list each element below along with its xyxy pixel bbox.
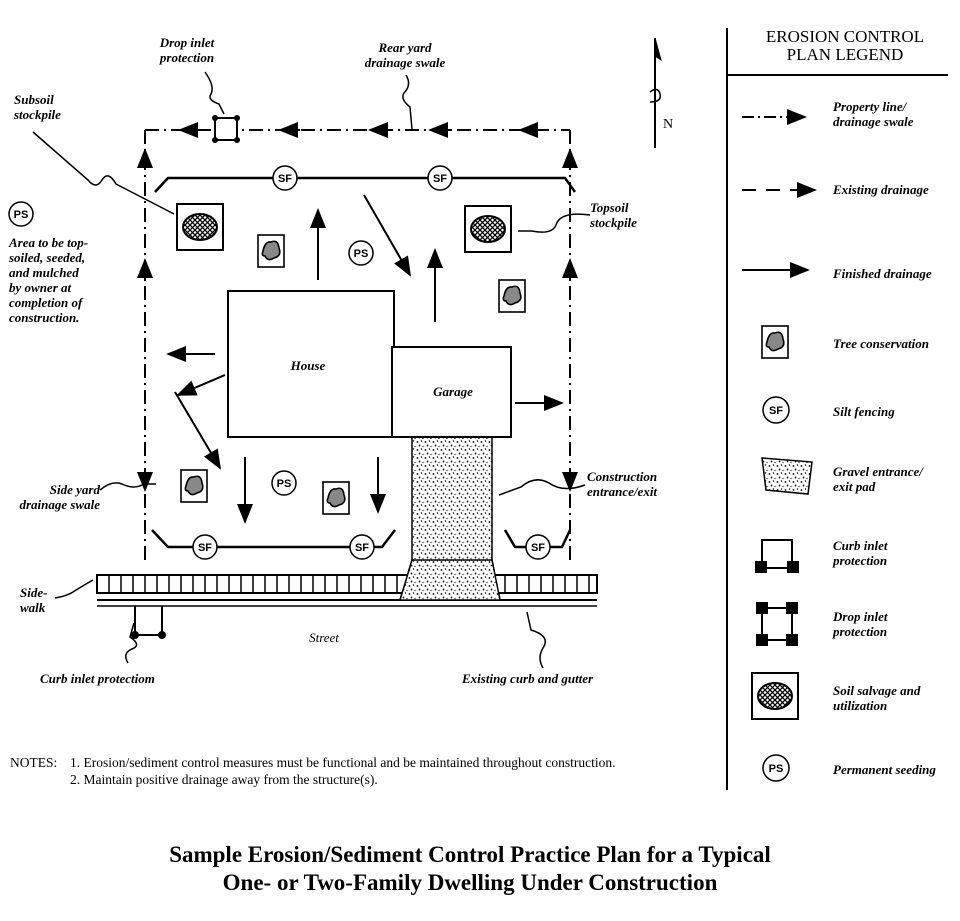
garage bbox=[391, 346, 512, 438]
street-label: Street bbox=[309, 630, 339, 645]
legend-item-label: Existing drainage bbox=[832, 182, 929, 197]
silt-fence-icon: SF bbox=[762, 396, 790, 424]
legend-item-label: exit pad bbox=[833, 479, 876, 494]
legend-item-label: Silt fencing bbox=[833, 404, 895, 419]
drop-inlet bbox=[212, 115, 240, 143]
sidewalk bbox=[96, 574, 598, 607]
drop-inlet-icon bbox=[756, 602, 798, 646]
figure-caption: Sample Erosion/Sediment Control Practice… bbox=[169, 842, 771, 895]
side-swale-label-2: drainage swale bbox=[19, 497, 100, 512]
legend-item-label: Finished drainage bbox=[832, 266, 932, 281]
area-note-6: construction. bbox=[9, 310, 79, 325]
legend-item-label: Curb inlet bbox=[833, 538, 888, 553]
notes-heading: NOTES: bbox=[10, 755, 57, 770]
subsoil-label-2: stockpile bbox=[13, 107, 61, 122]
subsoil-label-1: Subsoil bbox=[14, 92, 54, 107]
area-note-2: soiled, seeded, bbox=[8, 250, 85, 265]
tree-conservation-markers bbox=[180, 234, 526, 515]
svg-text:Area to be top- soiled,: Area to be top- soiled, seeded, and mulc… bbox=[8, 235, 91, 325]
ps-markers: PS PS PS bbox=[8, 201, 374, 496]
house-label: House bbox=[290, 358, 326, 373]
side-swale-label-1: Side yard bbox=[50, 482, 101, 497]
area-note-5: completion of bbox=[9, 295, 84, 310]
existing-curb-label: Existing curb and gutter bbox=[461, 671, 594, 686]
legend-item-label: Tree conservation bbox=[833, 336, 929, 351]
sf-label: SF bbox=[198, 542, 212, 554]
sf-label: SF bbox=[355, 542, 369, 554]
ps-label: PS bbox=[277, 478, 292, 490]
drop-inlet-label-1: Drop inlet bbox=[159, 35, 215, 50]
svg-text:PS: PS bbox=[769, 763, 784, 775]
gravel-pad-icon bbox=[761, 457, 813, 495]
caption-line-2: One- or Two-Family Dwelling Under Constr… bbox=[223, 870, 718, 895]
curb-inlet-label: Curb inlet protectiom bbox=[40, 671, 155, 686]
topsoil-label-2: stockpile bbox=[589, 215, 637, 230]
note-1: 1. Erosion/sediment control measures mus… bbox=[70, 755, 616, 770]
ps-label: PS bbox=[14, 209, 29, 221]
svg-text:SF: SF bbox=[769, 405, 783, 417]
legend-item-label: protection bbox=[832, 624, 887, 639]
sidewalk-label-1: Side- bbox=[20, 585, 47, 600]
legend-labels: Property line/drainage swale Existing dr… bbox=[832, 99, 936, 777]
rear-swale-label-2: drainage swale bbox=[365, 55, 446, 70]
north-label: N bbox=[663, 117, 673, 132]
notes: NOTES: 1. Erosion/sediment control measu… bbox=[10, 755, 616, 787]
area-note-1: Area to be top- bbox=[8, 235, 88, 250]
gravel-pad-overlay bbox=[398, 559, 501, 601]
house bbox=[227, 290, 395, 438]
tree-conservation-icon bbox=[761, 325, 789, 359]
construction-label-2: entrance/exit bbox=[587, 484, 657, 499]
ps-label: PS bbox=[354, 248, 369, 260]
topsoil-label-1: Topsoil bbox=[590, 200, 629, 215]
legend-item-label: protection bbox=[832, 553, 887, 568]
finished-drainage-arrows bbox=[166, 194, 564, 524]
legend-item-label: drainage swale bbox=[833, 114, 914, 129]
legend-item-label: Drop inlet bbox=[832, 609, 888, 624]
svg-text:Property line/drainage swale: Property line/drainage swale bbox=[833, 99, 914, 129]
note-2: 2. Maintain positive drainage away from … bbox=[70, 772, 378, 787]
area-note-4: by owner at bbox=[9, 280, 72, 295]
rear-swale-label-1: Rear yard bbox=[377, 40, 432, 55]
sf-label: SF bbox=[278, 173, 292, 185]
construction-label-1: Construction bbox=[587, 469, 657, 484]
sf-label: SF bbox=[433, 173, 447, 185]
sidewalk-label-2: walk bbox=[20, 600, 46, 615]
north-arrow-icon bbox=[649, 37, 662, 148]
legend-item-label: Soil salvage and bbox=[833, 683, 921, 698]
svg-text:Gravel entrance/exit pad: Gravel entrance/exit pad bbox=[833, 464, 924, 494]
silt-fence-front-left bbox=[151, 529, 396, 549]
curb-inlet-icon bbox=[755, 539, 799, 573]
leader-lines bbox=[32, 71, 591, 669]
drop-inlet-label-2: protection bbox=[159, 50, 214, 65]
curb-inlet bbox=[131, 606, 166, 639]
silt-fence-rear bbox=[154, 176, 577, 193]
topsoil-stockpile bbox=[464, 205, 512, 253]
garage-label: Garage bbox=[433, 384, 473, 399]
sf-label: SF bbox=[531, 542, 545, 554]
legend-item-label: utilization bbox=[833, 698, 887, 713]
legend-item-label: Permanent seeding bbox=[833, 762, 936, 777]
svg-text:Side-walk: Side-walk bbox=[20, 585, 47, 615]
area-note-3: and mulched bbox=[9, 265, 79, 280]
caption-line-1: Sample Erosion/Sediment Control Practice… bbox=[169, 842, 771, 867]
permanent-seeding-icon: PS bbox=[762, 754, 790, 782]
rear-swale-arrows bbox=[137, 122, 578, 492]
legend-item-label: Property line/ bbox=[833, 99, 908, 114]
legend-item-label: Gravel entrance/ bbox=[833, 464, 924, 479]
soil-salvage-icon bbox=[751, 672, 799, 720]
subsoil-stockpile bbox=[176, 203, 224, 251]
sf-markers: SF SF SF SF SF bbox=[192, 165, 551, 560]
